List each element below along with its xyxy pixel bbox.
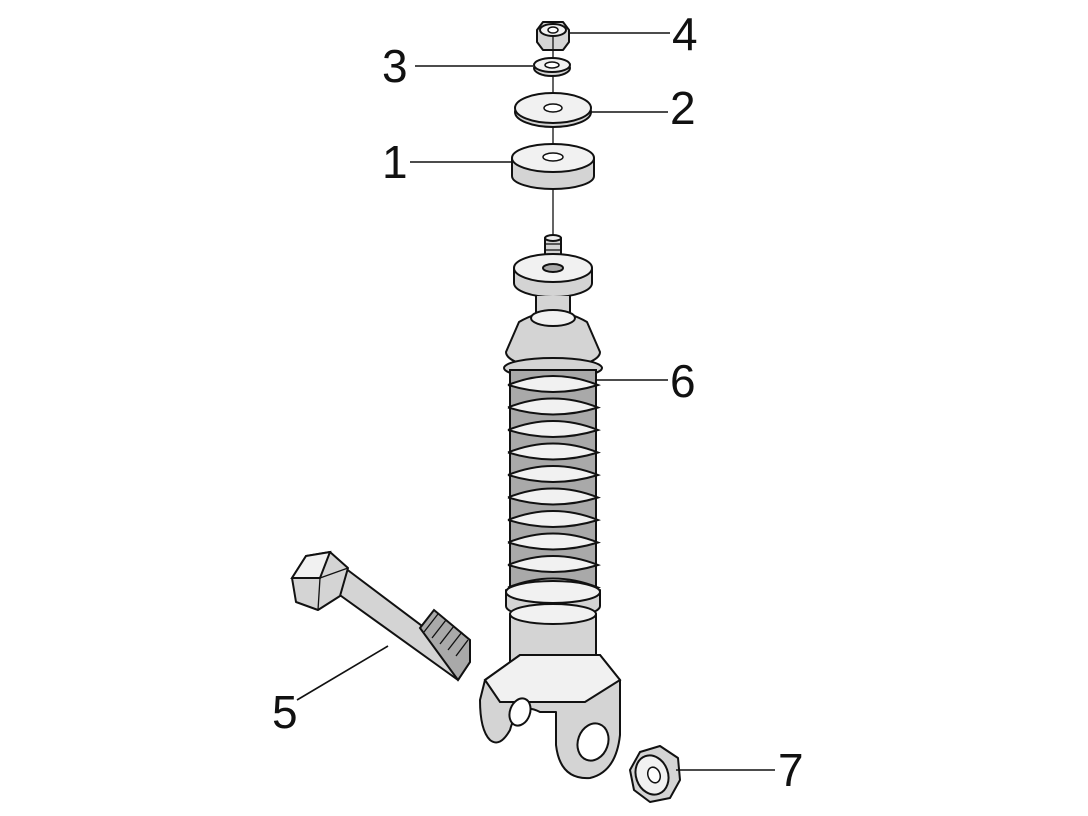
spring-coil <box>507 420 601 438</box>
callout-2: 2 <box>670 82 696 134</box>
spring-coil <box>507 465 601 483</box>
spring-coil <box>507 397 601 416</box>
spring-coil <box>507 532 601 551</box>
lock-washer-icon <box>533 57 571 77</box>
spring-coil <box>507 487 601 506</box>
bottom-nut-icon <box>629 745 681 803</box>
spring-coil <box>507 510 601 528</box>
spring-coil <box>507 375 601 393</box>
callout-3: 3 <box>382 40 408 92</box>
flat-washer-icon <box>514 92 592 128</box>
callout-7: 7 <box>778 744 804 796</box>
callout-1: 1 <box>382 136 408 188</box>
spring-coil <box>507 442 601 461</box>
spring-coil <box>507 555 601 573</box>
mounting-bolt-icon <box>290 550 471 682</box>
callout-6: 6 <box>670 355 696 407</box>
top-nut-icon <box>536 21 570 51</box>
callout-5: 5 <box>272 686 298 738</box>
shock-absorber-icon <box>479 234 622 780</box>
leader-line-5 <box>296 645 389 701</box>
callout-4: 4 <box>672 8 698 60</box>
rubber-bushing-icon <box>511 143 595 190</box>
spring-coils <box>507 375 601 596</box>
